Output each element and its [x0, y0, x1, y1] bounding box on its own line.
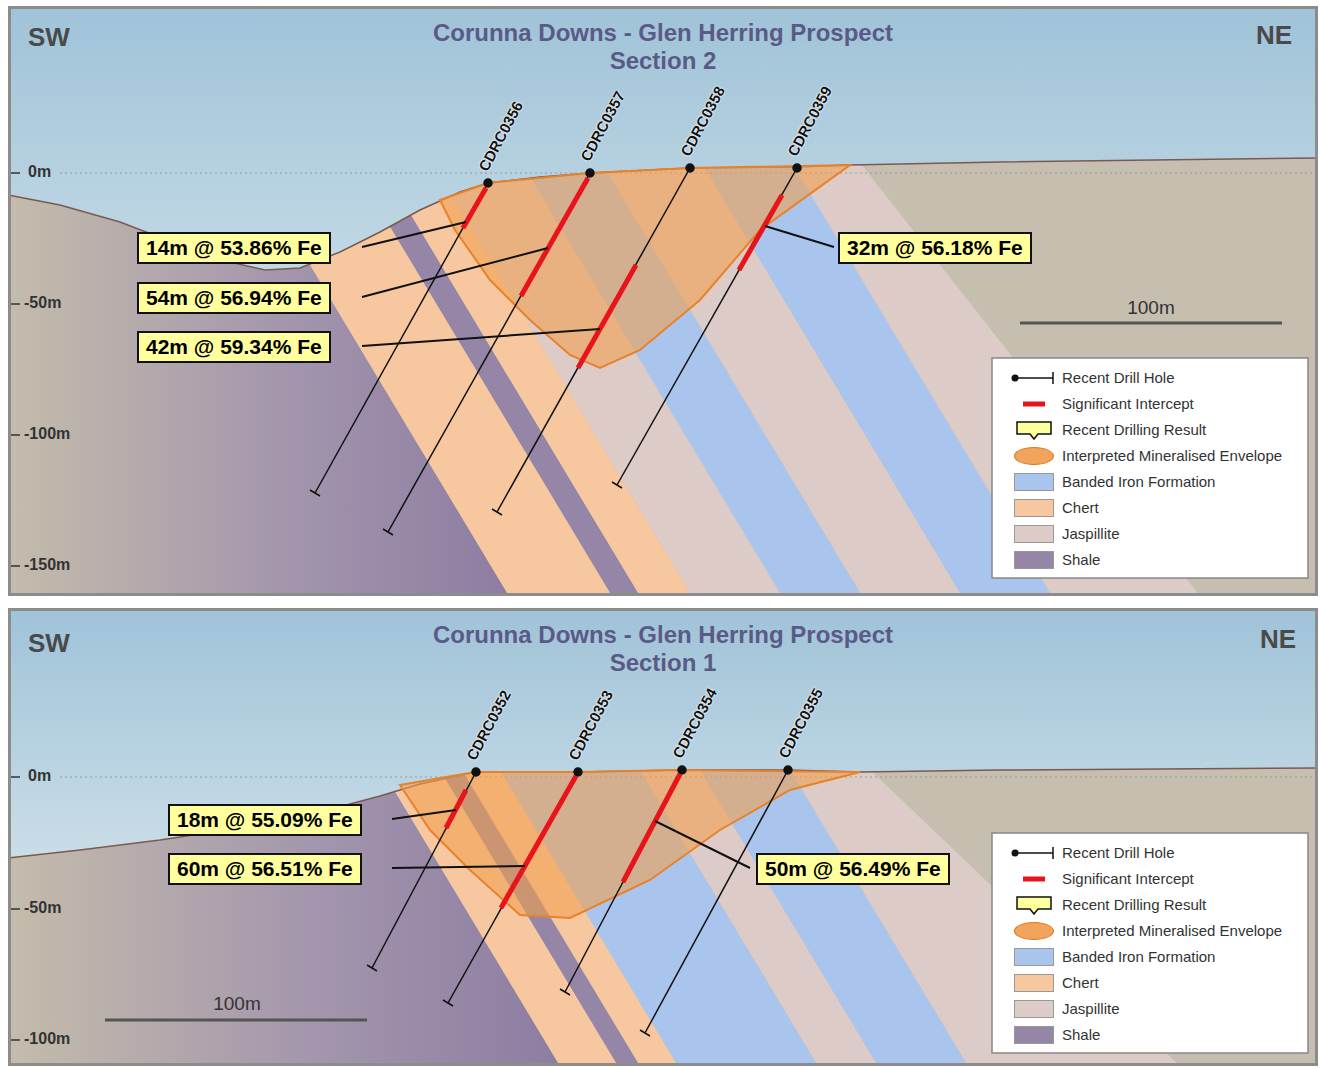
legend-text: Shale — [1062, 551, 1100, 568]
depth-label: -100m — [24, 425, 70, 443]
legend-text: Banded Iron Formation — [1062, 948, 1215, 965]
section-name: Section 1 — [11, 649, 1315, 677]
result-callout: 50m @ 56.49% Fe — [756, 853, 950, 885]
drill-hole-sample — [1011, 842, 1057, 864]
unit-swatch — [1014, 1026, 1054, 1044]
legend-text: Chert — [1062, 974, 1099, 991]
legend-text: Chert — [1062, 499, 1099, 516]
unit-swatch — [1014, 525, 1054, 543]
legend-text: Recent Drilling Result — [1062, 896, 1206, 913]
depth-label: -50m — [24, 899, 61, 917]
envelope-swatch — [1014, 447, 1054, 465]
unit-swatch — [1014, 551, 1054, 569]
unit-swatch — [1014, 1000, 1054, 1018]
intercept-result: 60m @ 56.51% Fe — [177, 857, 353, 880]
intercept-sample — [1011, 393, 1057, 415]
legend-text: Recent Drill Hole — [1062, 844, 1175, 861]
envelope-swatch — [1014, 922, 1054, 940]
result-callout: 32m @ 56.18% Fe — [838, 232, 1032, 264]
intercept-result: 32m @ 56.18% Fe — [847, 236, 1023, 259]
result-callout: 18m @ 55.09% Fe — [168, 804, 362, 836]
depth-label: 0m — [28, 163, 51, 181]
intercept-result: 50m @ 56.49% Fe — [765, 857, 941, 880]
legend-text: Recent Drilling Result — [1062, 421, 1206, 438]
legend-text: Banded Iron Formation — [1062, 473, 1215, 490]
legend-text: Shale — [1062, 1026, 1100, 1043]
compass-direction: SW — [28, 22, 70, 53]
section-panel: Corunna Downs - Glen Herring ProspectSec… — [8, 608, 1318, 1066]
drill-hole-sample — [1011, 367, 1057, 389]
scale-label: 100m — [213, 993, 261, 1015]
depth-label: 0m — [28, 767, 51, 785]
compass-direction: NE — [1260, 624, 1296, 655]
compass-direction: NE — [1256, 20, 1292, 51]
intercept-result: 42m @ 59.34% Fe — [146, 335, 322, 358]
legend-text: Recent Drill Hole — [1062, 369, 1175, 386]
unit-swatch — [1014, 974, 1054, 992]
legend-text: Significant Intercept — [1062, 870, 1194, 887]
result-callout: 42m @ 59.34% Fe — [137, 331, 331, 363]
intercept-result: 54m @ 56.94% Fe — [146, 286, 322, 309]
intercept-result: 14m @ 53.86% Fe — [146, 236, 322, 259]
scale-label: 100m — [1127, 297, 1175, 319]
legend-text: Interpreted Mineralised Envelope — [1062, 447, 1282, 464]
callout-sample — [1011, 894, 1057, 916]
intercept-sample — [1011, 868, 1057, 890]
depth-label: -50m — [24, 294, 61, 312]
panel-title: Corunna Downs - Glen Herring Prospect — [11, 19, 1315, 47]
unit-swatch — [1014, 473, 1054, 491]
section-panel: Corunna Downs - Glen Herring ProspectSec… — [8, 6, 1318, 596]
unit-swatch — [1014, 948, 1054, 966]
legend-text: Significant Intercept — [1062, 395, 1194, 412]
callout-sample — [1011, 419, 1057, 441]
depth-label: -150m — [24, 556, 70, 574]
legend-text: Interpreted Mineralised Envelope — [1062, 922, 1282, 939]
unit-swatch — [1014, 499, 1054, 517]
compass-direction: SW — [28, 628, 70, 659]
intercept-result: 18m @ 55.09% Fe — [177, 808, 353, 831]
result-callout: 60m @ 56.51% Fe — [168, 853, 362, 885]
legend-text: Jaspillite — [1062, 1000, 1120, 1017]
depth-label: -100m — [24, 1030, 70, 1048]
result-callout: 14m @ 53.86% Fe — [137, 232, 331, 264]
legend-text: Jaspillite — [1062, 525, 1120, 542]
section-name: Section 2 — [11, 47, 1315, 75]
result-callout: 54m @ 56.94% Fe — [137, 282, 331, 314]
panel-title: Corunna Downs - Glen Herring Prospect — [11, 621, 1315, 649]
